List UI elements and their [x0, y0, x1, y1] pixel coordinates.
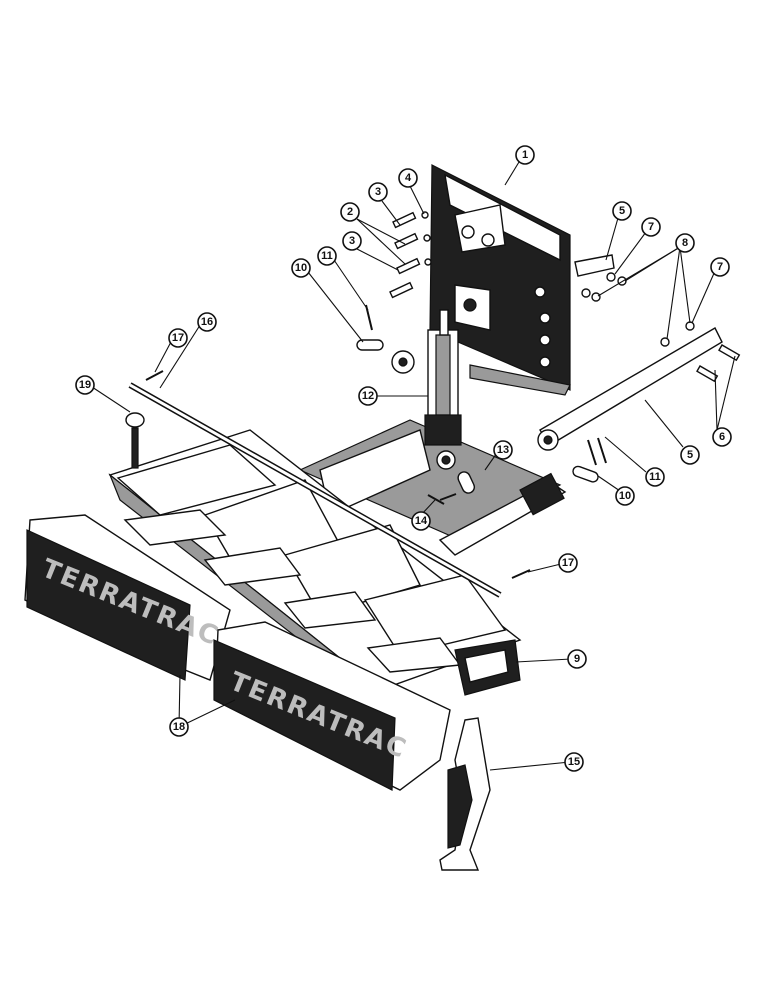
callout-label: 19 — [79, 379, 91, 391]
callout-label: 7 — [648, 221, 654, 233]
push-bar — [128, 382, 502, 598]
callout-label: 3 — [349, 235, 355, 247]
leader-lines — [88, 161, 736, 771]
callout-label: 17 — [172, 332, 184, 344]
callout-label: 7 — [717, 261, 723, 273]
callout-label: 15 — [568, 756, 580, 768]
callout-15: 15 — [564, 752, 584, 772]
callout-label: 18 — [173, 721, 185, 733]
callout-3: 3 — [342, 231, 362, 251]
callout-9: 9 — [567, 649, 587, 669]
callout-1: 1 — [515, 145, 535, 165]
callout-7: 7 — [710, 257, 730, 277]
callout-13: 13 — [493, 440, 513, 460]
callout-label: 16 — [201, 316, 213, 328]
callout-3: 3 — [368, 182, 388, 202]
ripper-tooth — [439, 717, 491, 871]
eye-bolt — [125, 412, 145, 469]
hydraulic-cylinder — [391, 309, 462, 470]
callout-6: 6 — [712, 427, 732, 447]
callout-5: 5 — [680, 445, 700, 465]
hardware — [145, 211, 741, 579]
callout-14: 14 — [411, 511, 431, 531]
mounting-plate — [429, 164, 571, 396]
callout-label: 3 — [375, 186, 381, 198]
callout-7: 7 — [641, 217, 661, 237]
callout-label: 11 — [649, 471, 661, 483]
callout-19: 19 — [75, 375, 95, 395]
callout-17: 17 — [168, 328, 188, 348]
callout-label: 9 — [574, 653, 580, 665]
callout-label: 13 — [497, 444, 509, 456]
callout-18: 18 — [169, 717, 189, 737]
callout-label: 4 — [405, 172, 412, 184]
callout-5: 5 — [612, 201, 632, 221]
callout-label: 10 — [619, 490, 631, 502]
callout-label: 5 — [687, 449, 693, 461]
callout-8: 8 — [675, 233, 695, 253]
link-bar — [537, 327, 723, 451]
callout-10: 10 — [615, 486, 635, 506]
callouts: 1 2 3 3 4 5 5 6 7 7 8 9 10 10 11 11 12 1… — [75, 145, 732, 772]
callout-label: 14 — [415, 515, 428, 527]
callout-16: 16 — [197, 312, 217, 332]
callout-label: 6 — [719, 431, 725, 443]
callout-12: 12 — [358, 386, 378, 406]
callout-11: 11 — [317, 246, 337, 266]
callout-10: 10 — [291, 258, 311, 278]
callout-label: 2 — [347, 206, 353, 218]
callout-11: 11 — [645, 467, 665, 487]
counterweight-right: TERRATRAC — [213, 621, 451, 791]
callout-17: 17 — [558, 553, 578, 573]
callout-label: 10 — [295, 262, 307, 274]
callout-4: 4 — [398, 168, 418, 188]
callout-label: 12 — [362, 390, 374, 402]
callout-2: 2 — [340, 202, 360, 222]
callout-label: 8 — [682, 237, 688, 249]
callout-label: 5 — [619, 205, 625, 217]
callout-label: 17 — [562, 557, 574, 569]
callout-label: 1 — [522, 149, 528, 161]
callout-label: 11 — [321, 250, 333, 262]
